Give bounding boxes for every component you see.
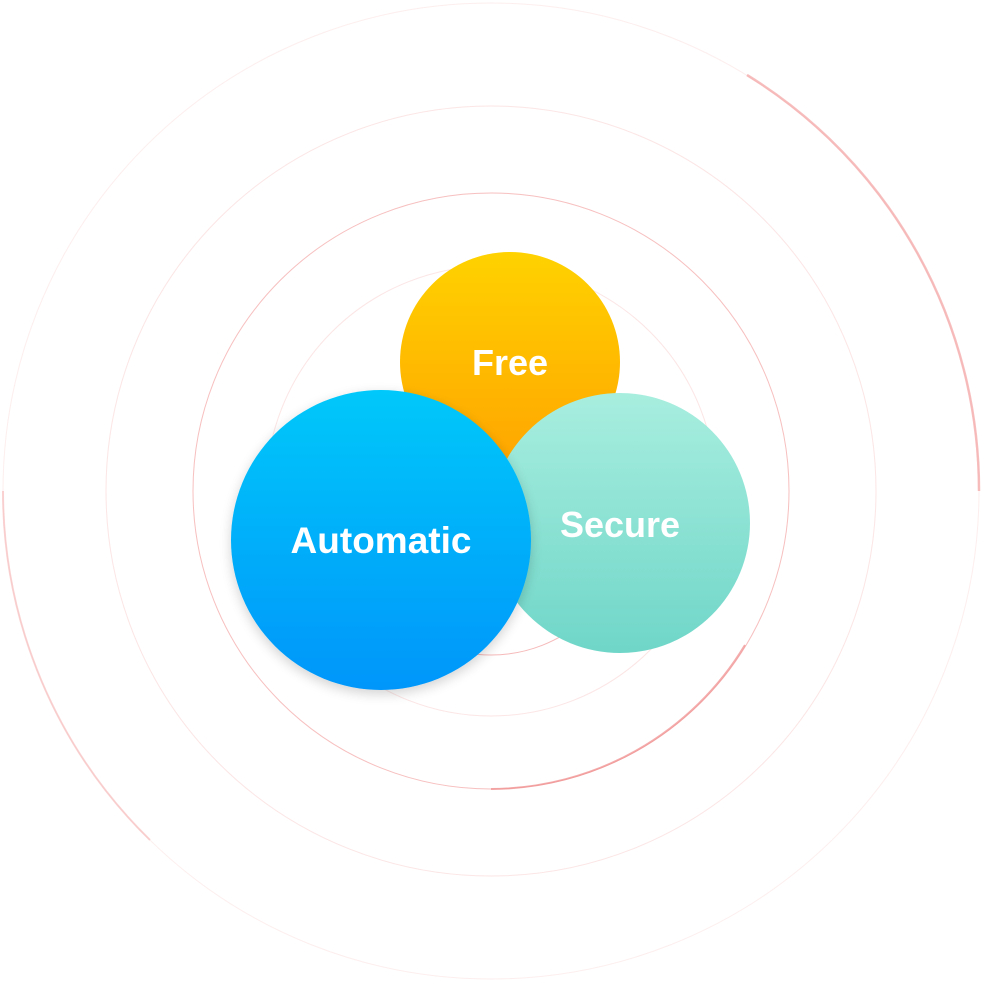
- bubble-automatic-label: Automatic: [291, 520, 472, 561]
- bubble-automatic-circle: [231, 390, 531, 690]
- ring-outer-arc-highlight: [746, 73, 981, 492]
- bubble-secure: Secure: [490, 393, 750, 653]
- bubble-secure-label: Secure: [560, 504, 680, 545]
- bubble-secure-circle: [490, 393, 750, 653]
- bubble-free-label: Free: [472, 342, 548, 383]
- ring-second: [105, 105, 877, 877]
- bubble-automatic: Automatic: [231, 390, 531, 690]
- ring-third-arc-highlight: [490, 644, 746, 790]
- ring-outer-arc-left: [2, 490, 151, 841]
